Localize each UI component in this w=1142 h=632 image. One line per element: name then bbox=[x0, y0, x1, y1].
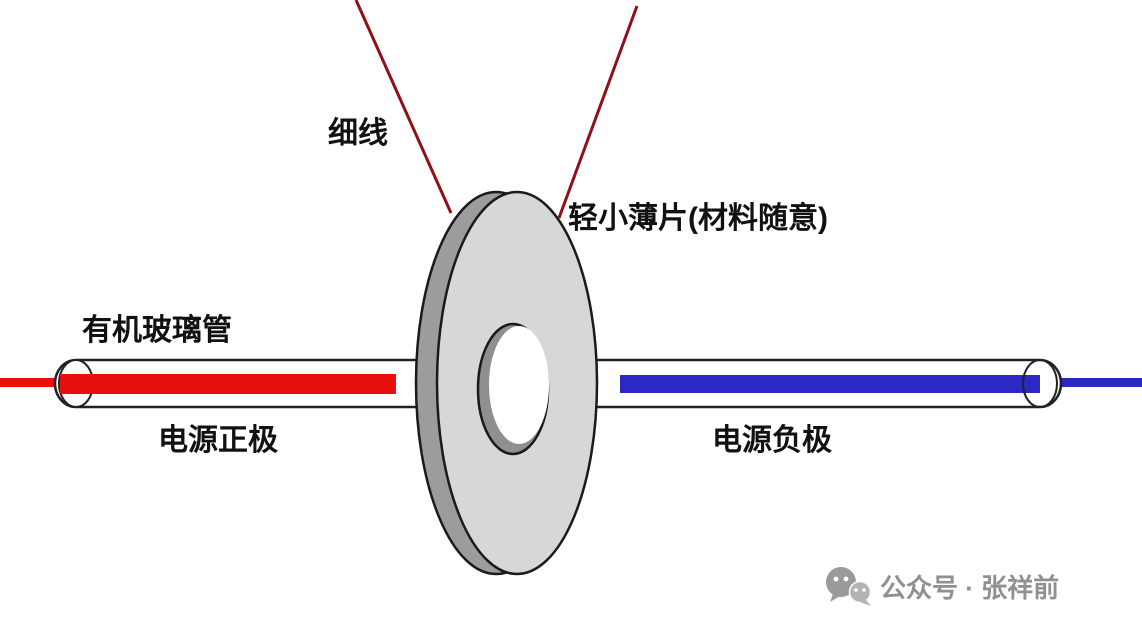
label-negative-terminal: 电源负极 bbox=[712, 424, 832, 457]
negative-electrode-bar bbox=[620, 375, 1040, 393]
label-thread: 细线 bbox=[328, 117, 388, 150]
positive-lead-wire bbox=[0, 378, 62, 387]
disc-hole-opening bbox=[489, 326, 549, 444]
wechat-icon-small-bubble bbox=[848, 580, 872, 604]
wechat-icon-big-tail bbox=[830, 594, 840, 602]
watermark: 公众号 · 张祥前 bbox=[826, 567, 1059, 606]
thread-line-left bbox=[354, 0, 453, 214]
glass-tube-right-cap bbox=[1022, 359, 1058, 408]
wechat-icon-eye-3 bbox=[854, 588, 858, 592]
label-sheet: 轻小薄片(材料随意) bbox=[568, 201, 828, 235]
wechat-icon bbox=[826, 567, 872, 606]
wechat-icon-eye-1 bbox=[833, 576, 839, 582]
label-positive-terminal: 电源正极 bbox=[158, 424, 278, 457]
positive-electrode-bar bbox=[60, 374, 396, 394]
wechat-icon-big-bubble bbox=[826, 567, 856, 597]
thread-line-right bbox=[557, 5, 639, 219]
label-glass-tube: 有机玻璃管 bbox=[82, 313, 232, 347]
wechat-icon-small-tail bbox=[860, 600, 871, 606]
watermark-text: 公众号 · 张祥前 bbox=[880, 573, 1059, 603]
wechat-icon-eye-4 bbox=[862, 588, 866, 592]
wechat-icon-eye-2 bbox=[843, 576, 849, 582]
negative-lead-wire bbox=[1053, 378, 1142, 387]
